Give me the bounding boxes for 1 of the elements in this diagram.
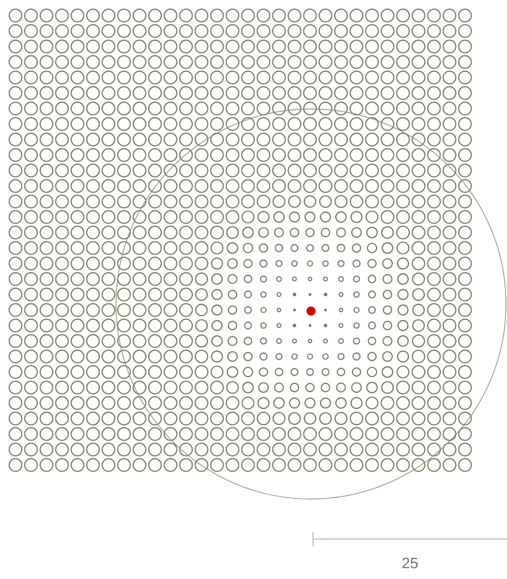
scale-label: 25: [402, 558, 418, 568]
